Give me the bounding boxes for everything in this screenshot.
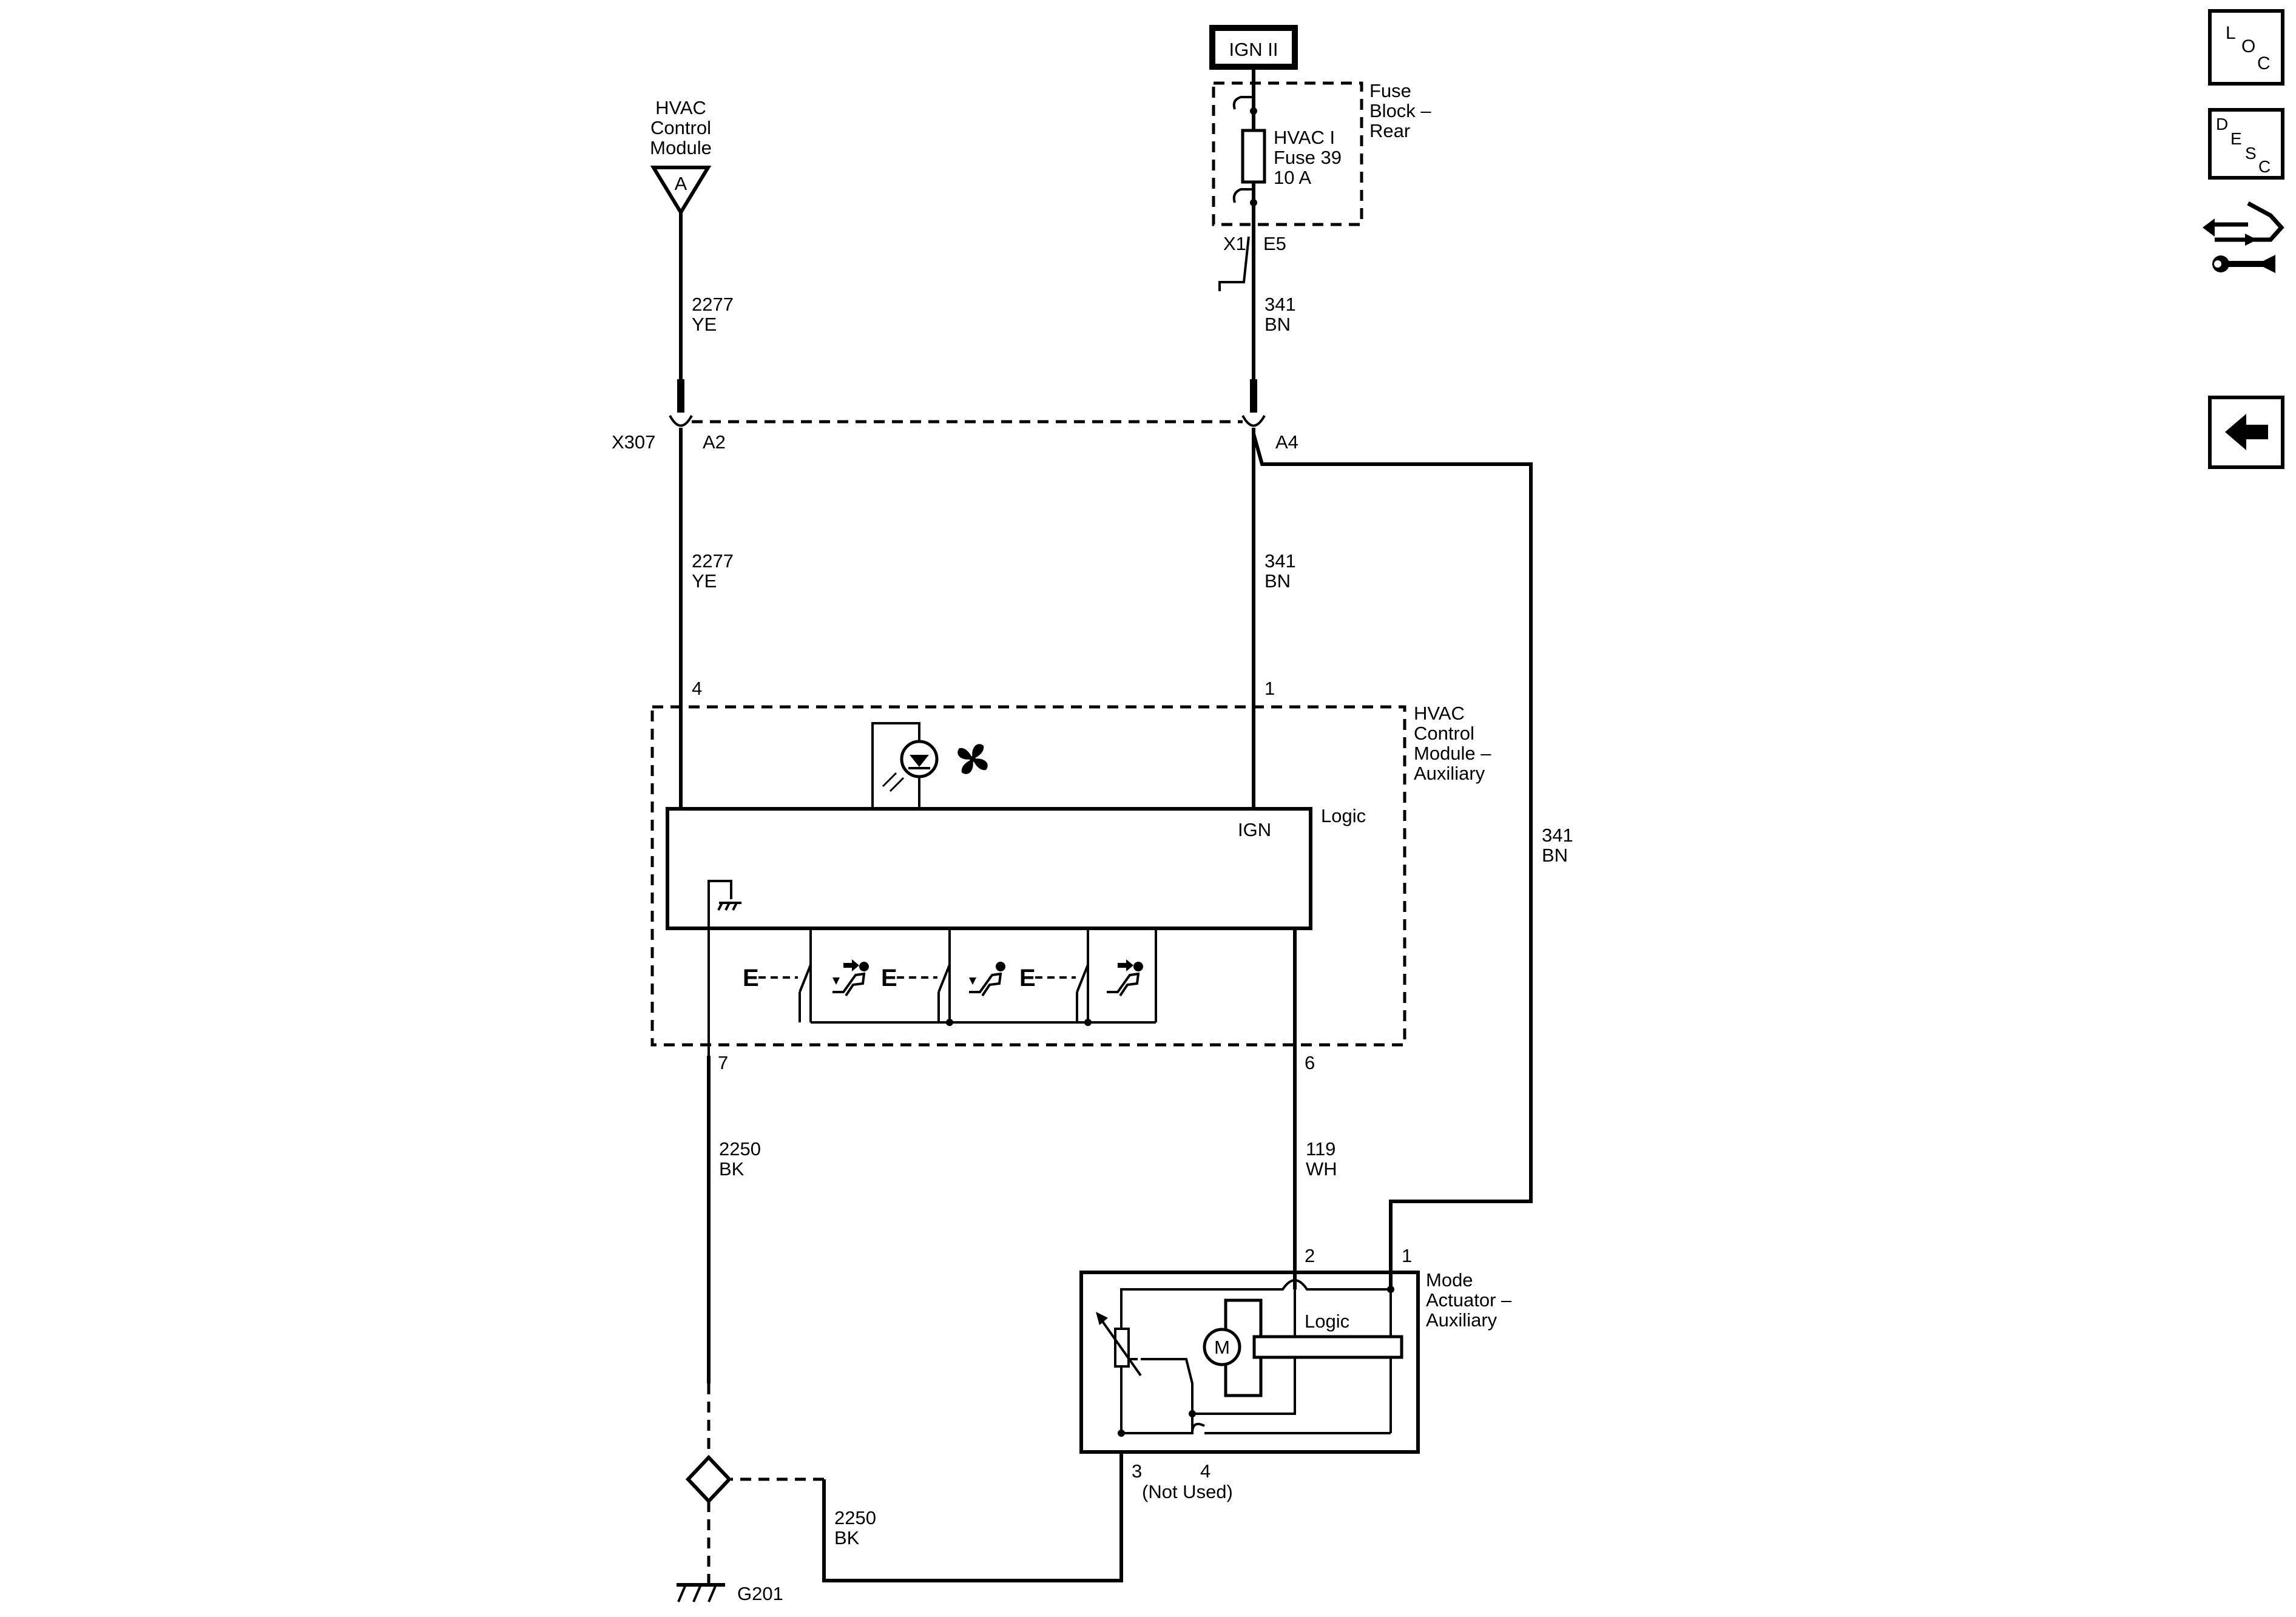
- connector-wrench-icon: [2203, 201, 2284, 273]
- svg-text:341: 341: [1542, 825, 1573, 846]
- svg-text:Module: Module: [650, 137, 712, 158]
- fuse-label-2: Fuse 39: [1274, 147, 1342, 168]
- svg-text:E: E: [1019, 965, 1036, 991]
- svg-text:L: L: [2226, 23, 2236, 43]
- description-button[interactable]: D E S C: [2208, 108, 2284, 180]
- svg-text:X1: X1: [1223, 233, 1246, 254]
- svg-text:1: 1: [1264, 678, 1275, 699]
- svg-text:BN: BN: [1542, 845, 1568, 866]
- wire-341-branch: [1252, 433, 1533, 1289]
- svg-text:2277: 2277: [692, 294, 734, 315]
- mode-switches: E E E: [743, 928, 1157, 1026]
- fuse-label-1: HVAC I: [1274, 127, 1335, 148]
- svg-text:D: D: [2216, 115, 2228, 133]
- svg-text:3: 3: [1132, 1460, 1142, 1482]
- svg-text:4: 4: [1200, 1460, 1210, 1482]
- svg-text:2277: 2277: [692, 550, 734, 572]
- svg-text:BN: BN: [1264, 570, 1291, 592]
- fuse-39: HVAC I Fuse 39 10 A: [1232, 67, 1342, 237]
- fuse-block-rear: Fuse Block – Rear: [1212, 80, 1431, 226]
- svg-text:E: E: [881, 965, 897, 991]
- hvac-control-module-auxiliary: HVAC Control Module – Auxiliary 4 1 Logi…: [650, 678, 1491, 1073]
- connector-x307: X307 A2 A4: [612, 379, 1298, 453]
- svg-text:E: E: [743, 965, 759, 991]
- indicator-led-icon: [871, 722, 939, 809]
- fuse-label-3: 10 A: [1274, 167, 1311, 188]
- svg-text:C: C: [2257, 53, 2271, 73]
- svg-text:2250: 2250: [719, 1138, 761, 1160]
- svg-text:IGN: IGN: [1238, 819, 1271, 840]
- connector-x1-e5: X1 E5: [1218, 233, 1286, 291]
- floor-mode-icon: [969, 962, 1005, 997]
- svg-text:BN: BN: [1264, 314, 1291, 335]
- offpage-connector-a: A: [675, 173, 687, 194]
- svg-text:341: 341: [1264, 550, 1296, 572]
- svg-text:X307: X307: [612, 431, 655, 453]
- svg-text:S: S: [2245, 144, 2257, 163]
- svg-text:Auxiliary: Auxiliary: [1414, 763, 1485, 784]
- svg-text:C: C: [2258, 157, 2271, 176]
- svg-text:BK: BK: [719, 1158, 745, 1180]
- svg-text:Actuator –: Actuator –: [1426, 1289, 1512, 1311]
- svg-text:Control: Control: [1414, 723, 1474, 744]
- motor-icon: M: [1214, 1337, 1230, 1358]
- location-button[interactable]: L O C: [2208, 9, 2284, 86]
- splice-icon: [685, 1454, 732, 1504]
- svg-text:Logic: Logic: [1305, 1311, 1349, 1332]
- svg-text:E5: E5: [1263, 233, 1286, 254]
- svg-text:119: 119: [1306, 1138, 1335, 1160]
- svg-text:HVAC: HVAC: [1414, 703, 1465, 724]
- ground-g201-icon: G201: [677, 1583, 783, 1604]
- back-button[interactable]: [2208, 396, 2284, 469]
- svg-text:Mode: Mode: [1426, 1269, 1473, 1291]
- svg-text:7: 7: [718, 1052, 728, 1073]
- mode-actuator-auxiliary: 2 1 Mode Actuator – Auxiliary M Logic 3 …: [1079, 1245, 1512, 1502]
- svg-text:YE: YE: [692, 570, 717, 592]
- svg-text:2250: 2250: [834, 1507, 876, 1528]
- hvac-control-module-ref: HVAC Control Module A: [650, 97, 712, 216]
- svg-text:A4: A4: [1275, 431, 1298, 453]
- connector-tool-button[interactable]: [2203, 201, 2284, 273]
- fuse-block-label-3: Rear: [1369, 120, 1410, 141]
- potentiometer-icon: [1096, 1312, 1194, 1414]
- svg-text:Auxiliary: Auxiliary: [1426, 1309, 1497, 1331]
- svg-text:(Not Used): (Not Used): [1142, 1481, 1233, 1502]
- wire-2250-return: [822, 1452, 1123, 1582]
- svg-text:BK: BK: [834, 1527, 860, 1548]
- svg-text:4: 4: [692, 678, 702, 699]
- internal-ground-icon: [707, 880, 741, 1056]
- svg-text:YE: YE: [692, 314, 717, 335]
- fuse-block-label-1: Fuse: [1369, 80, 1411, 101]
- svg-text:1: 1: [1402, 1245, 1412, 1266]
- svg-text:IGN II: IGN II: [1229, 39, 1278, 60]
- ign2-power-source: IGN II: [1209, 25, 1298, 70]
- vent-mode-icon-2: [1107, 959, 1143, 997]
- svg-text:2: 2: [1305, 1245, 1315, 1266]
- svg-text:WH: WH: [1306, 1158, 1337, 1180]
- svg-text:E: E: [2230, 129, 2242, 148]
- svg-text:G201: G201: [737, 1583, 783, 1604]
- svg-text:341: 341: [1264, 294, 1296, 315]
- svg-text:O: O: [2241, 36, 2255, 56]
- vent-mode-icon-1: [832, 959, 869, 997]
- fuse-block-label-2: Block –: [1369, 100, 1431, 121]
- arrow-left-icon: [2225, 414, 2268, 450]
- svg-text:Module –: Module –: [1414, 743, 1491, 764]
- svg-text:Logic: Logic: [1321, 805, 1366, 826]
- svg-text:6: 6: [1305, 1052, 1315, 1073]
- fan-icon: [957, 744, 988, 774]
- svg-text:HVAC: HVAC: [655, 97, 706, 118]
- svg-text:A2: A2: [703, 431, 726, 453]
- svg-text:Control: Control: [650, 117, 711, 138]
